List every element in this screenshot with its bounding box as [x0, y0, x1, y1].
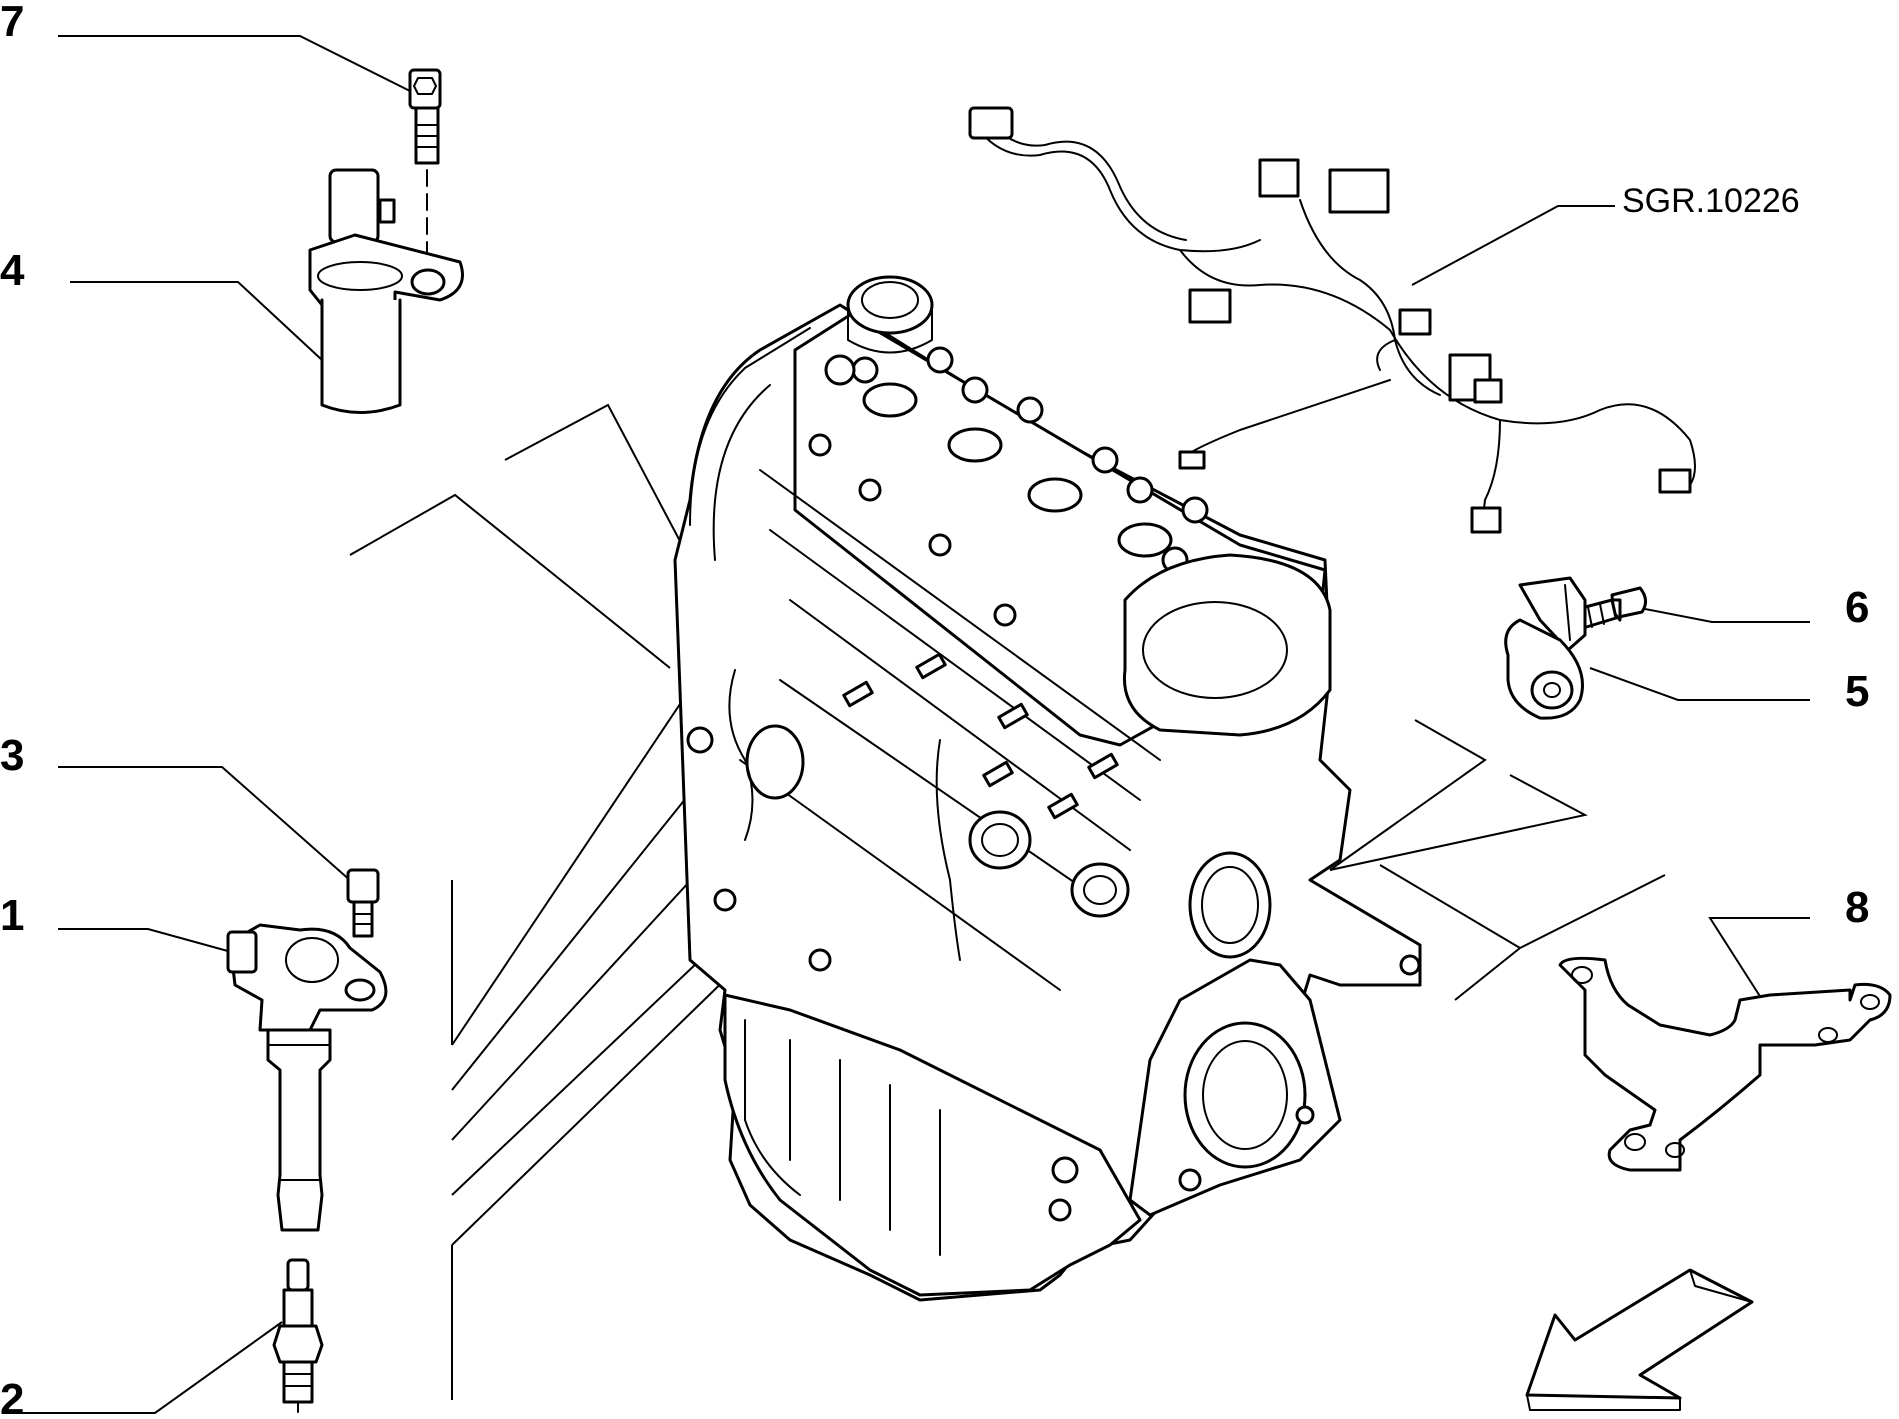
part-3-bolt: [346, 868, 380, 938]
part-5-knock-sensor: [1504, 576, 1587, 720]
callout-1: 1: [0, 891, 24, 940]
callout-5: 5: [1845, 667, 1869, 716]
callout-3: 3: [0, 731, 24, 780]
wiring-harness: [968, 106, 1696, 534]
direction-arrow-icon: [1525, 1268, 1754, 1411]
callout-6: 6: [1845, 583, 1869, 632]
part-1-ignition-coil: [226, 923, 388, 1232]
part-4-sensor: [308, 168, 464, 414]
callout-7: 7: [0, 0, 24, 46]
callout-2: 2: [0, 1375, 24, 1419]
part-8-bracket: [1558, 956, 1892, 1172]
part-7-bolt: [408, 68, 442, 263]
engine-block: [673, 275, 1422, 1302]
part-2-spark-plug: [272, 1258, 324, 1413]
callout-8: 8: [1845, 883, 1869, 932]
callout-4: 4: [0, 246, 25, 295]
reference-code: SGR.10226: [1622, 182, 1800, 220]
